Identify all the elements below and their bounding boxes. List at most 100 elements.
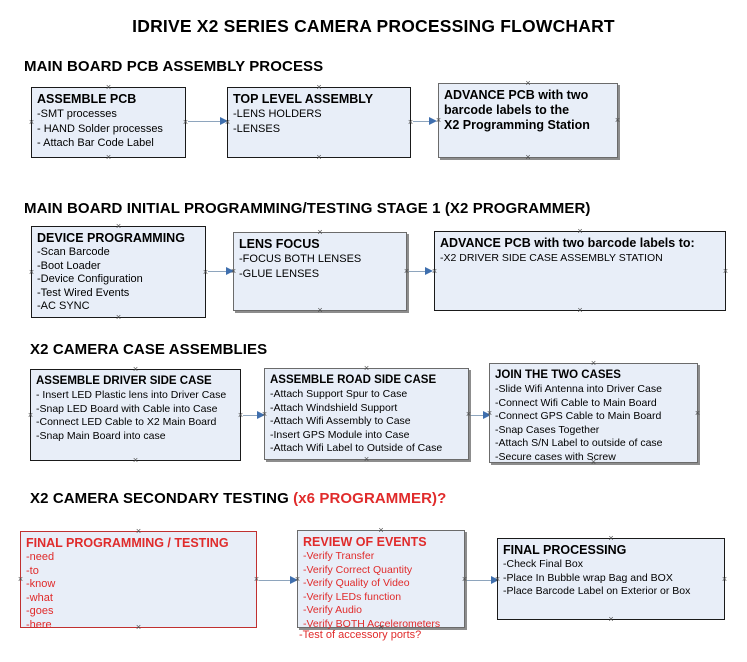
connection-handle-right-icon[interactable] — [253, 576, 260, 583]
node-final-programming-testing[interactable]: FINAL PROGRAMMING / TESTING -need -to -k… — [17, 528, 260, 631]
connection-handle-top-icon[interactable] — [577, 228, 584, 235]
node-assemble-driver-side-case[interactable]: ASSEMBLE DRIVER SIDE CASE - Insert LED P… — [30, 369, 241, 461]
connection-handle-bottom-icon[interactable] — [317, 307, 324, 314]
node-line: -Snap Main Board into case — [36, 429, 166, 442]
connector-shaft — [208, 271, 227, 272]
node-line: -Connect GPS Cable to Main Board — [495, 410, 662, 422]
node-advance-pcb-driver-side-case[interactable]: ADVANCE PCB with two barcode labels to: … — [434, 231, 726, 311]
section-heading-text: X2 CAMERA SECONDARY TESTING — [30, 490, 294, 507]
connection-handle-right-icon[interactable] — [407, 119, 414, 126]
node-line: -Verify Audio — [303, 604, 362, 616]
node-top-level-assembly[interactable]: TOP LEVEL ASSEMBLY -LENS HOLDERS -LENSES — [227, 87, 411, 158]
node-advance-pcb-x2-programming-station[interactable]: ADVANCE PCB with two barcode labels to t… — [438, 83, 618, 158]
section-heading-main-board-pcb-assembly: MAIN BOARD PCB ASSEMBLY PROCESS — [24, 58, 323, 75]
connection-handle-right-icon[interactable] — [722, 268, 729, 275]
node-line: -Scan Barcode — [37, 246, 110, 258]
node-review-of-events[interactable]: REVIEW OF EVENTS -Verify Transfer -Verif… — [294, 527, 468, 630]
connection-handle-top-icon[interactable] — [132, 366, 139, 373]
connection-handle-left-icon[interactable] — [431, 268, 438, 275]
connection-handle-right-icon[interactable] — [403, 268, 410, 275]
connection-handle-right-icon[interactable] — [202, 269, 209, 276]
connection-handle-bottom-icon[interactable] — [363, 456, 370, 463]
connection-handle-bottom-icon[interactable] — [135, 624, 142, 631]
node-final-processing[interactable]: FINAL PROCESSING -Check Final Box -Place… — [497, 538, 725, 620]
node-line: -Attach Support Spur to Case — [270, 388, 408, 400]
node-device-programming[interactable]: DEVICE PROGRAMMING -Scan Barcode -Boot L… — [31, 226, 206, 318]
node-line: -Verify Correct Quantity — [303, 563, 413, 576]
section-heading-text: MAIN BOARD INITIAL PROGRAMMING/TESTING S… — [24, 200, 591, 217]
connection-handle-top-icon[interactable] — [363, 365, 370, 372]
node-join-the-two-cases[interactable]: JOIN THE TWO CASES -Slide Wifi Antenna i… — [489, 363, 698, 463]
connector-shaft — [413, 121, 430, 122]
node-title-cont: X2 Programming Station — [444, 118, 590, 132]
connection-handle-top-icon[interactable] — [590, 360, 597, 367]
connection-handle-left-icon[interactable] — [27, 412, 34, 419]
connection-handle-top-icon[interactable] — [115, 223, 122, 230]
node-assemble-pcb[interactable]: ASSEMBLE PCB -SMT processes - HAND Solde… — [31, 87, 186, 158]
connector-shaft — [259, 580, 291, 581]
node-assemble-road-side-case[interactable]: ASSEMBLE ROAD SIDE CASE -Attach Support … — [264, 368, 469, 460]
node-line: -Device Configuration — [37, 273, 143, 285]
connection-handle-bottom-icon[interactable] — [115, 314, 122, 321]
node-line: -Attach Wifi Label to Outside of Case — [270, 442, 443, 454]
node-line: -Place Barcode Label on Exterior or Box — [503, 585, 691, 597]
connector-lens-focus-to-advance-pcb-driver-side-case — [409, 267, 433, 276]
section-heading-x2-camera-case-assemblies: X2 CAMERA CASE ASSEMBLIES — [30, 341, 267, 358]
node-line: -X2 DRIVER SIDE CASE ASSEMBLY STATION — [440, 252, 663, 264]
node-line: -GLUE LENSES — [239, 267, 320, 280]
connection-handle-right-icon[interactable] — [182, 119, 189, 126]
node-title: ASSEMBLE PCB — [37, 92, 137, 106]
connection-handle-bottom-icon[interactable] — [608, 616, 615, 623]
connection-handle-left-icon[interactable] — [294, 576, 301, 583]
connection-handle-top-icon[interactable] — [378, 527, 385, 534]
node-line: -LENS HOLDERS — [233, 108, 322, 120]
connection-handle-left-icon[interactable] — [435, 117, 442, 124]
node-line: -Insert GPS Module into Case — [270, 428, 410, 441]
node-line: - HAND Solder processes — [37, 122, 163, 135]
connection-handle-left-icon[interactable] — [230, 268, 237, 275]
node-line: -Connect LED Cable to X2 Main Board — [36, 416, 217, 428]
connection-handle-top-icon[interactable] — [316, 84, 323, 91]
node-line: -Connect Wifi Cable to Main Board — [495, 396, 657, 409]
node-title: ASSEMBLE DRIVER SIDE CASE — [36, 375, 212, 387]
connection-handle-top-icon[interactable] — [135, 528, 142, 535]
connection-handle-top-icon[interactable] — [105, 84, 112, 91]
node-line: -to — [26, 564, 39, 577]
connection-handle-right-icon[interactable] — [465, 411, 472, 418]
connection-handle-left-icon[interactable] — [28, 119, 35, 126]
node-line: -FOCUS BOTH LENSES — [239, 253, 362, 265]
connection-handle-left-icon[interactable] — [17, 576, 24, 583]
connection-handle-right-icon[interactable] — [721, 576, 728, 583]
connection-handle-left-icon[interactable] — [494, 576, 501, 583]
connection-handle-bottom-icon[interactable] — [525, 154, 532, 161]
node-line: -need — [26, 551, 55, 563]
connection-handle-right-icon[interactable] — [694, 410, 701, 417]
connection-handle-bottom-icon[interactable] — [105, 154, 112, 161]
node-title-cont: barcode labels to the — [444, 103, 570, 117]
node-line: -goes — [26, 605, 54, 617]
connection-handle-top-icon[interactable] — [608, 535, 615, 542]
node-line: -Attach Wifi Assembly to Case — [270, 415, 411, 427]
node-line: -AC SYNC — [37, 300, 90, 312]
node-title: ADVANCE PCB with two — [444, 88, 589, 102]
connection-handle-left-icon[interactable] — [28, 269, 35, 276]
connector-shaft — [471, 415, 484, 416]
connection-handle-top-icon[interactable] — [317, 229, 324, 236]
connection-handle-bottom-icon[interactable] — [590, 459, 597, 466]
connection-handle-bottom-icon[interactable] — [577, 307, 584, 314]
node-line: - Attach Bar Code Label — [37, 137, 154, 149]
connection-handle-top-icon[interactable] — [525, 80, 532, 87]
page-title: IDRIVE X2 SERIES CAMERA PROCESSING FLOWC… — [132, 16, 615, 36]
node-line: -Snap Cases Together — [495, 423, 600, 436]
connection-handle-bottom-icon[interactable] — [316, 154, 323, 161]
connection-handle-left-icon[interactable] — [261, 411, 268, 418]
node-line: -SMT processes — [37, 108, 117, 120]
connection-handle-right-icon[interactable] — [237, 412, 244, 419]
connection-handle-right-icon[interactable] — [461, 576, 468, 583]
connection-handle-right-icon[interactable] — [614, 117, 621, 124]
connection-handle-left-icon[interactable] — [224, 119, 231, 126]
connection-handle-left-icon[interactable] — [486, 410, 493, 417]
node-lens-focus[interactable]: LENS FOCUS -FOCUS BOTH LENSES -GLUE LENS… — [233, 232, 407, 311]
connection-handle-bottom-icon[interactable] — [132, 457, 139, 464]
